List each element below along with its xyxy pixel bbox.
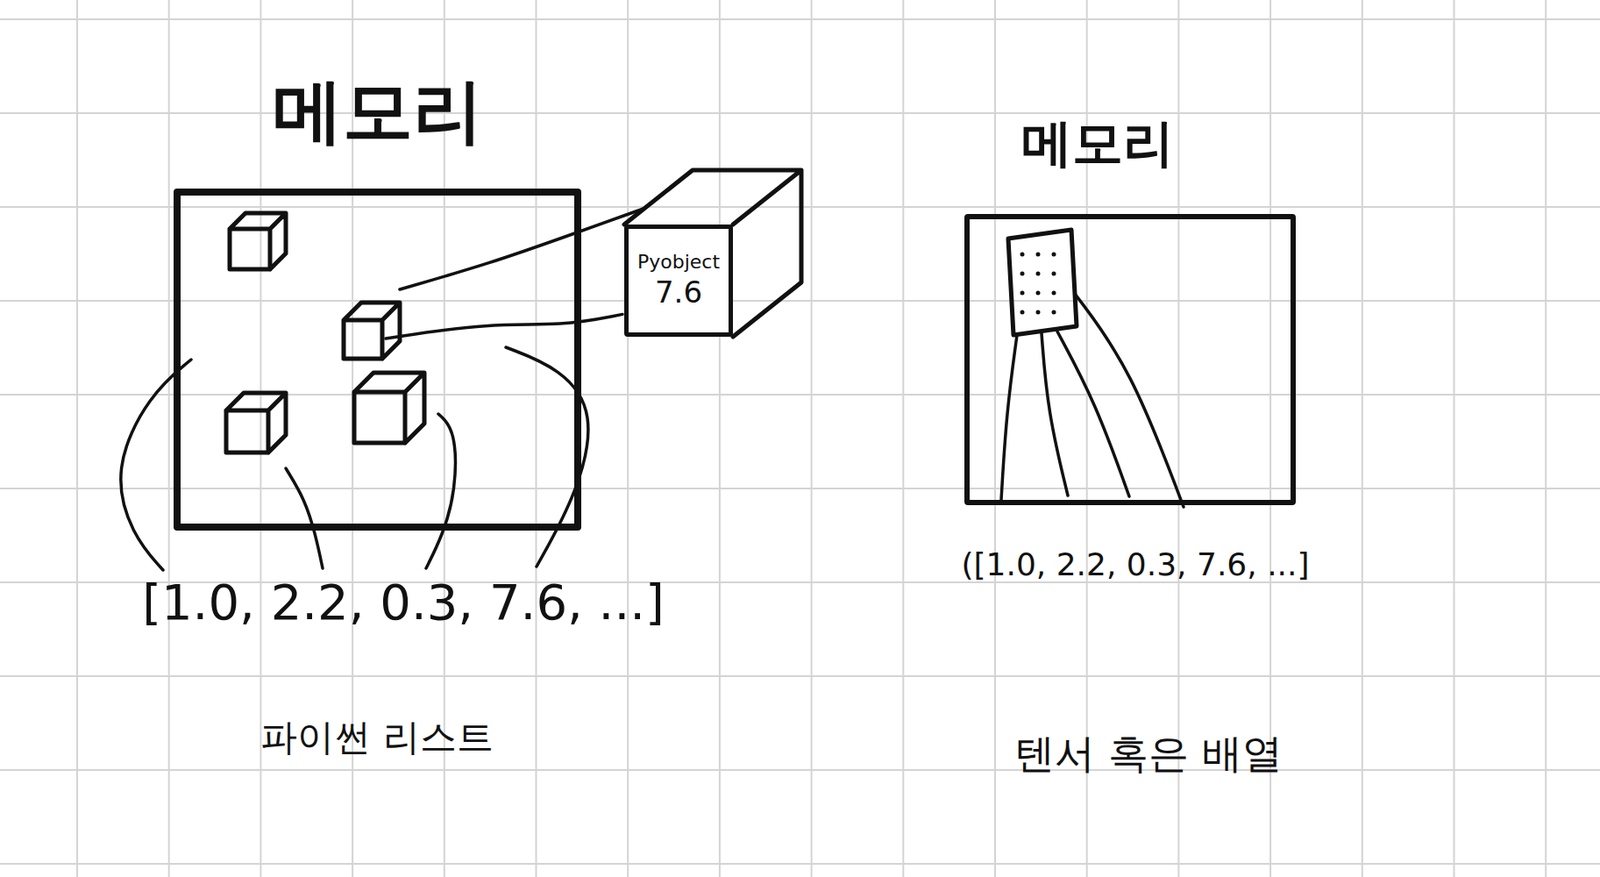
memory-heading: 메모리 (849, 115, 1346, 172)
memory-cube (354, 372, 425, 443)
memory-cube (226, 392, 286, 453)
object-type: Pyobject (637, 250, 720, 274)
data-dot (1020, 310, 1025, 315)
grid-line (76, 0, 79, 877)
memory-box: 메모리 (964, 213, 1296, 505)
grid-line (168, 0, 171, 877)
grid-line (994, 0, 996, 877)
grid-line (0, 18, 1600, 21)
grid-line (626, 0, 629, 877)
data-dot (1036, 291, 1041, 296)
data-dot (1052, 271, 1057, 277)
data-dot (1036, 252, 1041, 257)
object-value: 7.6 (654, 274, 703, 311)
data-dot (1020, 291, 1025, 296)
memory-cube (343, 302, 400, 359)
grid-line (535, 0, 538, 877)
contiguous-block (1008, 229, 1077, 335)
pointer-curve (285, 468, 323, 569)
python-list-values: [1.0, 2.2, 0.3, 7.6, ...] (142, 575, 665, 630)
data-dot (1020, 271, 1025, 277)
grid-line (0, 675, 1600, 677)
memory-heading: 메모리 (92, 72, 662, 150)
pointer-curve (426, 413, 456, 569)
data-dot (1036, 310, 1041, 315)
reference-line (385, 313, 623, 339)
grid-line (0, 299, 1600, 302)
grid-line (1453, 0, 1456, 877)
element-line (1041, 333, 1068, 496)
grid-line (0, 768, 1600, 771)
grid-line (0, 862, 1600, 865)
data-dot (1020, 252, 1025, 257)
element-line (1074, 293, 1184, 507)
data-dot (1052, 291, 1057, 296)
element-line (1001, 334, 1017, 500)
memory-cube (229, 213, 286, 270)
pyobject-box: Pyobject7.6 (624, 224, 733, 337)
caption-python-list: 파이썬 리스트 (260, 717, 493, 758)
data-dot (1036, 271, 1041, 277)
grid-line (0, 112, 1600, 114)
grid-line (1361, 0, 1364, 877)
grid-line (810, 0, 813, 877)
grid-line (902, 0, 904, 877)
pyobject-cube-face (624, 170, 802, 337)
memory-box: 메모리 (173, 188, 582, 531)
reference-line (399, 207, 645, 290)
grid-line (718, 0, 721, 877)
data-dot (1052, 310, 1057, 315)
data-dot (1052, 252, 1057, 257)
tensor-values: ([1.0, 2.2, 0.3, 7.6, ...] (960, 547, 1309, 583)
grid-line (1544, 0, 1547, 877)
grid-line (0, 487, 1600, 490)
caption-tensor-array: 텐서 혹은 배열 (1014, 731, 1282, 776)
